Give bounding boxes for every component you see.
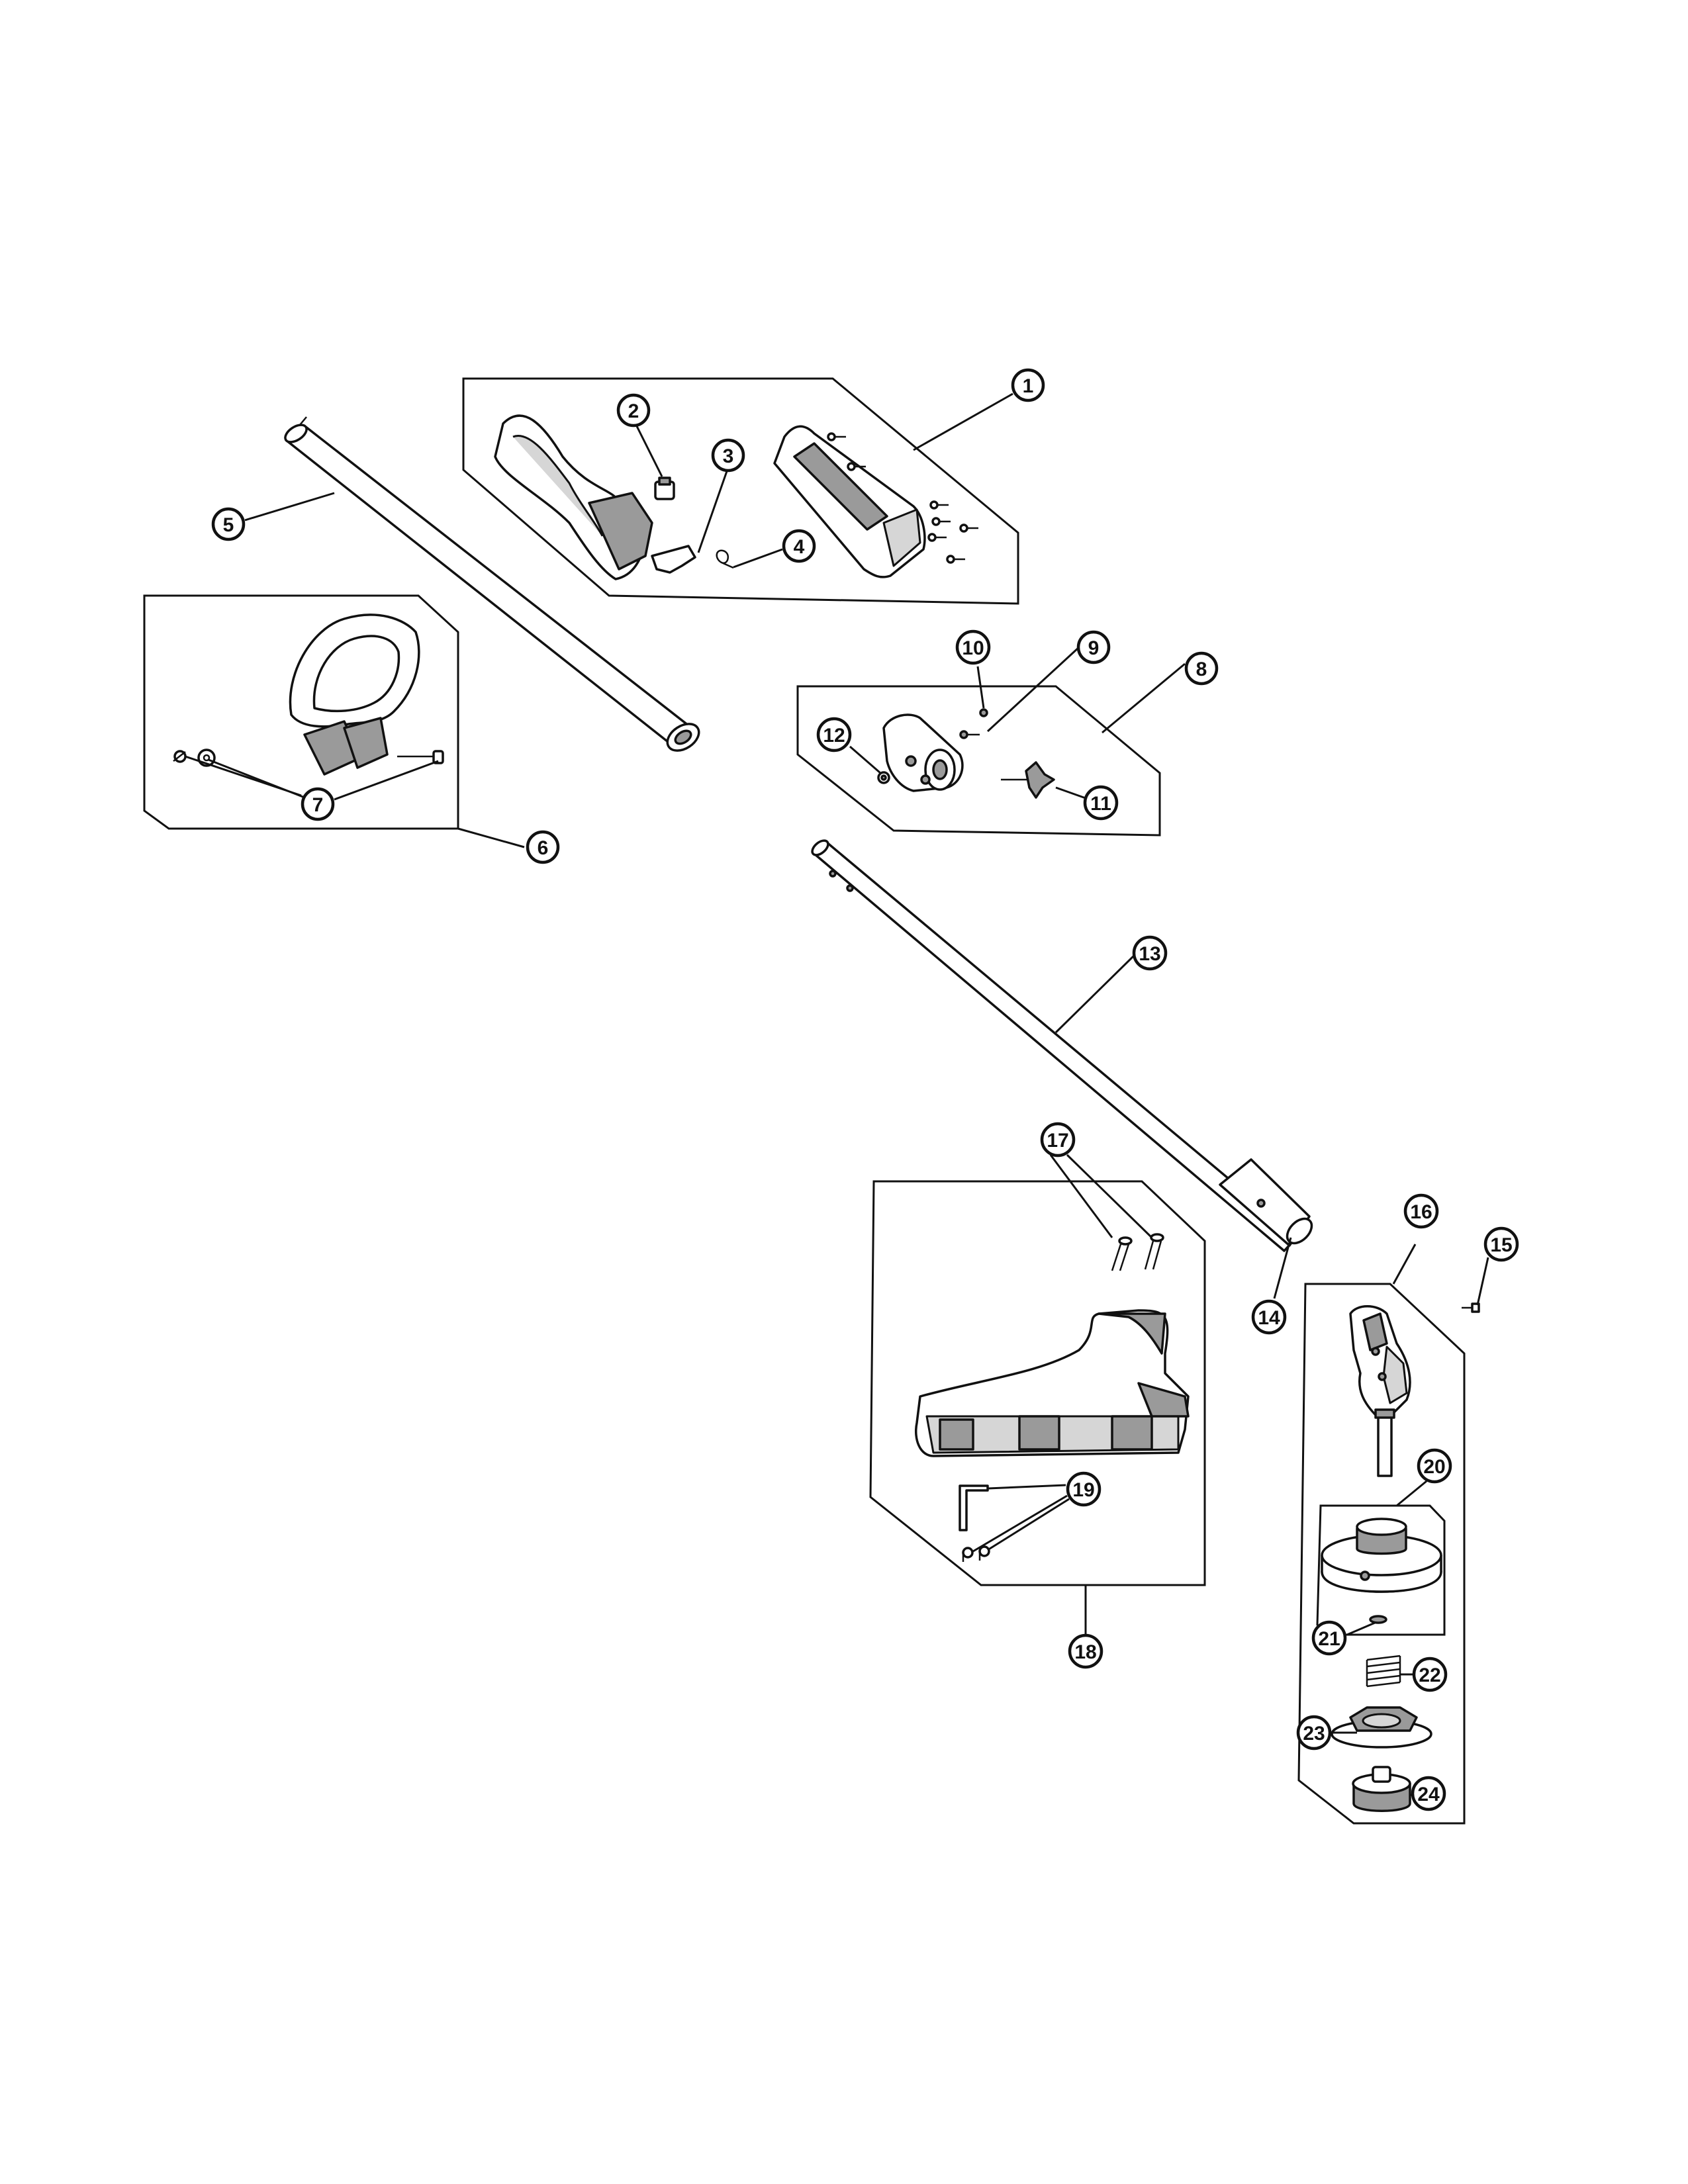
callout-24: 24 xyxy=(1411,1776,1446,1811)
svg-text:10: 10 xyxy=(962,637,984,659)
svg-text:11: 11 xyxy=(1090,793,1111,815)
callout-11: 11 xyxy=(1083,785,1119,821)
callout-5: 5 xyxy=(211,507,246,541)
gearbox xyxy=(1349,1305,1411,1477)
svg-text:1: 1 xyxy=(1023,375,1034,397)
spool-spring xyxy=(1366,1655,1401,1688)
guard-screws xyxy=(1111,1233,1164,1271)
spring xyxy=(716,549,734,569)
svg-text:8: 8 xyxy=(1196,659,1207,680)
callout-23: 23 xyxy=(1296,1715,1332,1751)
callout-13: 13 xyxy=(1132,935,1168,971)
guard xyxy=(915,1309,1190,1457)
svg-text:9: 9 xyxy=(1088,637,1100,659)
coupler-knob xyxy=(1001,761,1055,799)
svg-text:6: 6 xyxy=(538,837,549,859)
gearbox-assembly-outline xyxy=(1297,1283,1466,1825)
handle-assembly-outline xyxy=(462,377,1019,605)
spool-housing-outline xyxy=(1316,1504,1446,1636)
svg-text:14: 14 xyxy=(1258,1307,1280,1329)
callout-7: 7 xyxy=(301,787,335,821)
svg-text:4: 4 xyxy=(794,536,805,558)
svg-text:19: 19 xyxy=(1072,1479,1094,1501)
svg-text:24: 24 xyxy=(1417,1784,1440,1805)
coupler-assembly-outline xyxy=(796,685,1161,837)
svg-text:17: 17 xyxy=(1047,1130,1068,1152)
spool-housing xyxy=(1321,1518,1442,1593)
callout-2: 2 xyxy=(616,393,651,428)
callout-4: 4 xyxy=(782,529,816,563)
svg-text:12: 12 xyxy=(823,725,845,747)
gearbox-pin xyxy=(1462,1302,1480,1313)
coupler-screw xyxy=(959,708,988,739)
guard-bolts xyxy=(962,1545,990,1562)
right-handle-half xyxy=(773,425,926,578)
callout-14: 14 xyxy=(1251,1299,1287,1335)
eyelet xyxy=(1369,1615,1387,1624)
left-handle-half xyxy=(494,414,653,580)
svg-text:22: 22 xyxy=(1419,1664,1440,1686)
callout-19: 19 xyxy=(1066,1471,1102,1507)
guard-assembly-outline xyxy=(869,1180,1206,1586)
svg-text:18: 18 xyxy=(1074,1641,1096,1663)
coupler xyxy=(882,713,964,792)
callout-15: 15 xyxy=(1483,1226,1519,1262)
coupler-nut xyxy=(877,771,890,784)
svg-text:23: 23 xyxy=(1303,1723,1325,1745)
callout-17: 17 xyxy=(1040,1122,1076,1158)
callout-22: 22 xyxy=(1412,1657,1448,1692)
svg-text:21: 21 xyxy=(1318,1628,1340,1650)
leader-lines xyxy=(185,392,1489,1796)
callout-1: 1 xyxy=(1011,368,1045,402)
svg-text:15: 15 xyxy=(1490,1234,1512,1256)
callout-8: 8 xyxy=(1184,651,1219,686)
callout-16: 16 xyxy=(1403,1193,1439,1229)
callout-18: 18 xyxy=(1068,1633,1103,1669)
callout-21: 21 xyxy=(1311,1620,1347,1656)
spool xyxy=(1331,1706,1432,1749)
assist-handle xyxy=(289,614,420,776)
bump-knob xyxy=(1352,1766,1411,1812)
svg-text:5: 5 xyxy=(223,514,234,536)
svg-text:13: 13 xyxy=(1139,943,1160,965)
svg-text:7: 7 xyxy=(312,794,324,816)
svg-text:16: 16 xyxy=(1410,1201,1432,1223)
svg-text:3: 3 xyxy=(723,445,734,467)
svg-text:20: 20 xyxy=(1423,1456,1445,1478)
callout-12: 12 xyxy=(816,717,852,752)
callout-20: 20 xyxy=(1417,1448,1452,1484)
callout-3: 3 xyxy=(711,438,745,473)
trigger xyxy=(651,545,696,574)
assist-handle-hardware xyxy=(173,749,444,767)
switch xyxy=(654,477,675,500)
callout-9: 9 xyxy=(1076,630,1111,664)
upper-shaft xyxy=(284,416,700,752)
hex-key xyxy=(959,1484,989,1531)
handle-screws xyxy=(827,432,978,564)
svg-text:2: 2 xyxy=(628,400,639,422)
callout-10: 10 xyxy=(955,629,991,665)
callout-6: 6 xyxy=(526,830,560,864)
